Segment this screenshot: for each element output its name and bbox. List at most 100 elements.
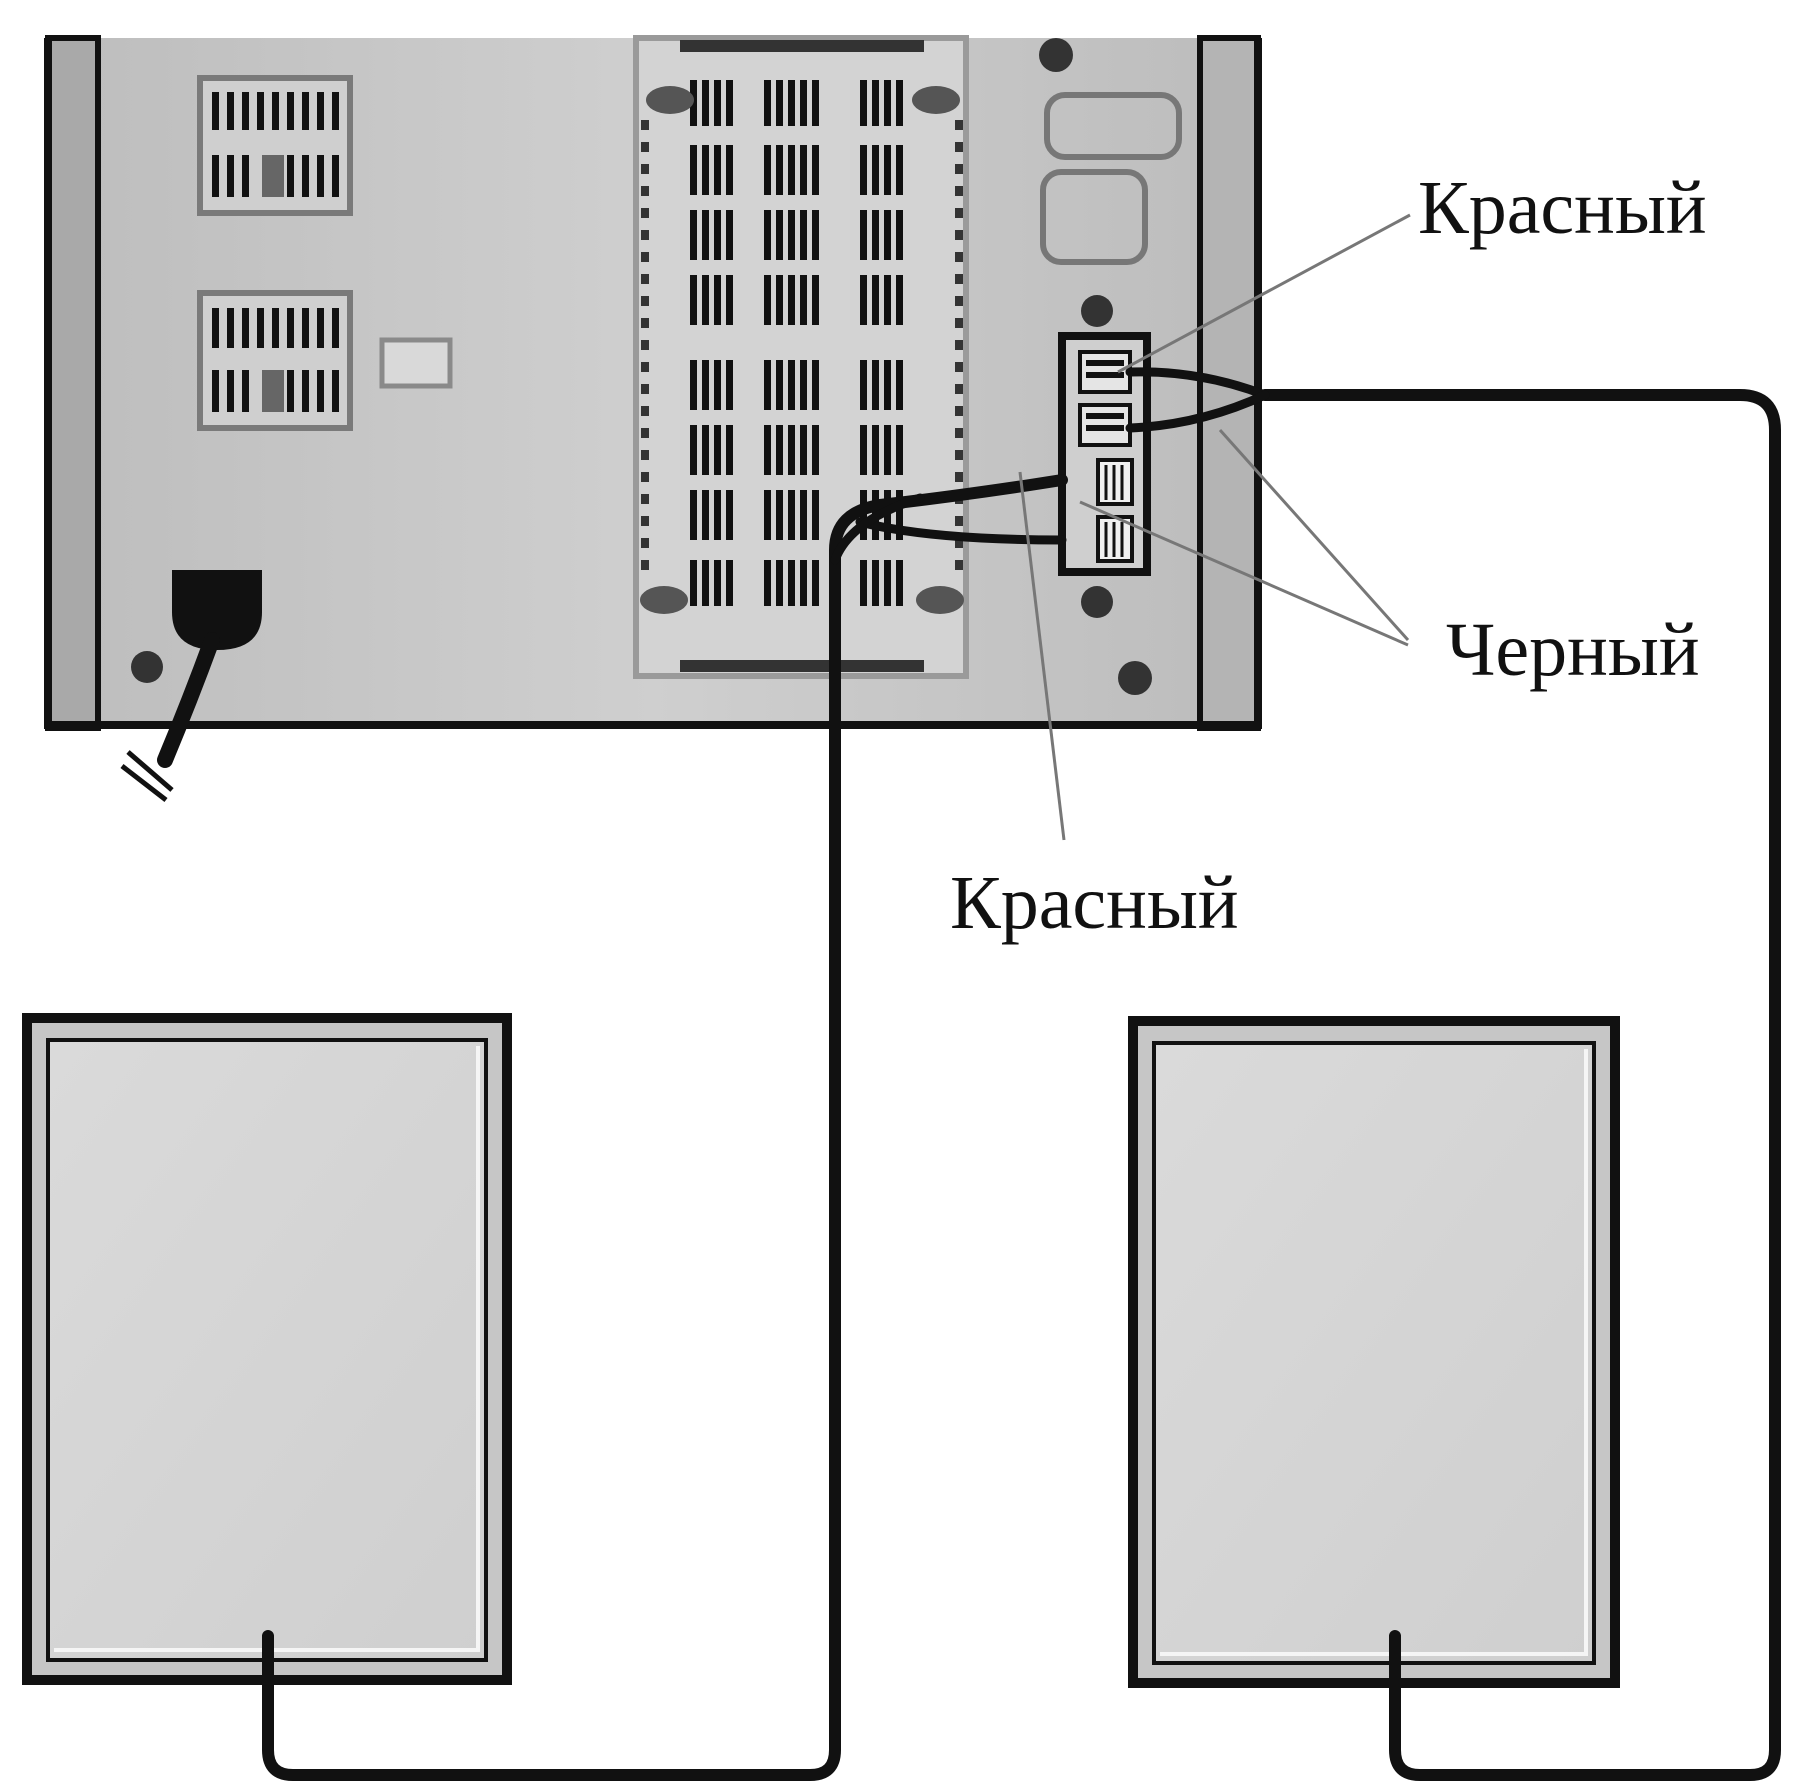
grille-slot (764, 80, 771, 126)
grille-slot (800, 275, 807, 325)
screw-mid (1081, 295, 1113, 327)
grille-slot (690, 275, 697, 325)
grille-slot (764, 560, 771, 606)
grille-slot (776, 360, 783, 410)
grille-slot (788, 145, 795, 195)
grille-slot (714, 425, 721, 475)
grille-slot (764, 360, 771, 410)
leader-red-top (1117, 213, 1411, 374)
grille-edge-notch (955, 450, 963, 460)
grille-slot (714, 80, 721, 126)
grille-slot (812, 425, 819, 475)
grille-slot (860, 560, 867, 606)
grille-slot (726, 360, 733, 410)
grille-edge-notch (641, 274, 649, 284)
grille-edge-notch (955, 142, 963, 152)
terminal-right-red (1078, 350, 1132, 394)
terminal-right-black (1078, 403, 1132, 447)
grille-slot (896, 490, 903, 540)
grille-slot (812, 560, 819, 606)
grille-slot (714, 145, 721, 195)
grille-edge-notch (641, 252, 649, 262)
grille-edge-notch (955, 340, 963, 350)
grille-edge-notch (641, 318, 649, 328)
grille-edge-notch (641, 186, 649, 196)
grille-slot (702, 80, 709, 126)
grille-edge-notch (641, 472, 649, 482)
grille-edge-notch (641, 516, 649, 526)
grille-edge-notch (955, 472, 963, 482)
grille-slot (788, 490, 795, 540)
speaker-terminal-block (1058, 332, 1151, 576)
grille-edge-notch (641, 340, 649, 350)
grille-slot (884, 210, 891, 260)
grille-slot (884, 425, 891, 475)
grille-edge-notch (641, 208, 649, 218)
grille-slot (726, 490, 733, 540)
grille-slot (714, 490, 721, 540)
grille-slot (764, 490, 771, 540)
grille-slot (764, 145, 771, 195)
grille-slot (884, 360, 891, 410)
grille-edge-notch (955, 428, 963, 438)
grille-edge-notch (641, 230, 649, 240)
grille-edge-notch (641, 384, 649, 394)
grille-edge-notch (955, 406, 963, 416)
screw-left (131, 651, 163, 683)
grille-slot (726, 425, 733, 475)
grille-slot (788, 210, 795, 260)
grille-slot (714, 360, 721, 410)
grille-slot (872, 145, 879, 195)
grille-slot (702, 360, 709, 410)
grille-slot (860, 425, 867, 475)
grille-slot (800, 210, 807, 260)
grille-edge-notch (955, 560, 963, 570)
grille-slot (702, 425, 709, 475)
grille-slots (641, 80, 963, 606)
grille-slot (800, 360, 807, 410)
grille-slot (726, 275, 733, 325)
grille-slot (872, 425, 879, 475)
right-speaker (1128, 1016, 1620, 1688)
grille-edge-notch (955, 252, 963, 262)
label-plate (379, 337, 453, 389)
grille-edge-notch (641, 164, 649, 174)
grille-slot (884, 145, 891, 195)
grille-slot (788, 360, 795, 410)
grille-slot (896, 80, 903, 126)
grille-slot (776, 210, 783, 260)
grille-slot (800, 425, 807, 475)
grille-slot (896, 425, 903, 475)
grille-slot (884, 275, 891, 325)
grille-slot (896, 145, 903, 195)
grille-slot (860, 80, 867, 126)
grille-slot (872, 360, 879, 410)
screw-corner (1118, 661, 1152, 695)
terminal-left-red (1096, 458, 1134, 506)
port-lower (1040, 169, 1148, 265)
callout-red-top: Красный (1418, 166, 1707, 250)
grille-slot (800, 490, 807, 540)
leader-red-bottom (1018, 471, 1066, 841)
grille-edge-notch (955, 538, 963, 548)
grille-slot (872, 560, 879, 606)
grille-slot (702, 210, 709, 260)
grille-slot (702, 145, 709, 195)
grille-slot (860, 275, 867, 325)
grille-slot (860, 360, 867, 410)
grille-slot (860, 210, 867, 260)
grille-slot (776, 145, 783, 195)
grille-edge-notch (641, 560, 649, 570)
grille-slot (788, 425, 795, 475)
grille-edge-notch (641, 494, 649, 504)
left-speaker-cable (262, 474, 1068, 1781)
grille-edge-notch (641, 120, 649, 130)
grille-slot (714, 210, 721, 260)
grille-slot (690, 490, 697, 540)
grille-edge-notch (955, 208, 963, 218)
leader-lines (1018, 213, 1411, 841)
right-speaker-cable (1125, 367, 1781, 1781)
grille-edge-notch (955, 318, 963, 328)
port-upper (1044, 92, 1182, 160)
grille-slot (800, 80, 807, 126)
